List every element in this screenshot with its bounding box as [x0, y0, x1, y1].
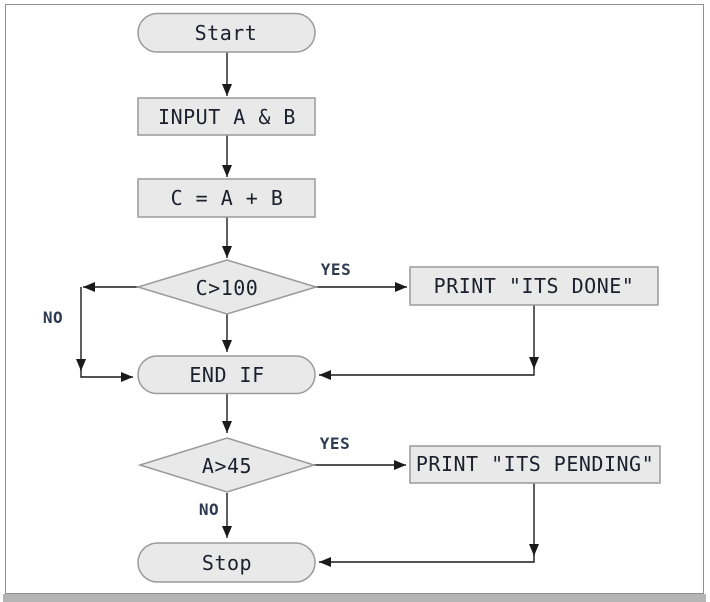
cond2-decision-shape	[137, 437, 317, 493]
assign-label: C = A + B	[170, 186, 284, 210]
input-label: INPUT A & B	[158, 105, 296, 129]
edge-cond1-no-to-endif	[80, 369, 133, 382]
cond1-no-label: NO	[42, 308, 64, 327]
cond1-label: C>100	[195, 276, 259, 300]
stop-terminator-shape	[137, 542, 316, 583]
cond2-no-label: NO	[198, 500, 220, 519]
cond1-decision-shape	[135, 259, 319, 315]
edge-done-to-endif	[319, 367, 535, 380]
print-pending-process-shape	[409, 445, 661, 484]
print-done-process-shape	[409, 266, 659, 306]
assign-process-shape	[137, 178, 316, 218]
print-pending-label: PRINT "ITS PENDING"	[415, 452, 655, 476]
stop-label: Stop	[201, 551, 253, 575]
cond2-label: A>45	[201, 454, 253, 478]
start-terminator-shape	[137, 12, 316, 53]
input-process-shape	[137, 97, 316, 136]
cond1-yes-label: YES	[320, 260, 352, 279]
edge-pending-to-stop	[319, 554, 535, 567]
print-done-label: PRINT "ITS DONE"	[433, 274, 635, 298]
cond2-yes-label: YES	[319, 434, 351, 453]
endif-terminator-shape	[137, 355, 316, 395]
diagram-frame	[5, 4, 704, 594]
endif-label: END IF	[189, 363, 265, 387]
start-label: Start	[194, 21, 258, 45]
page-edge-strip	[3, 594, 706, 602]
